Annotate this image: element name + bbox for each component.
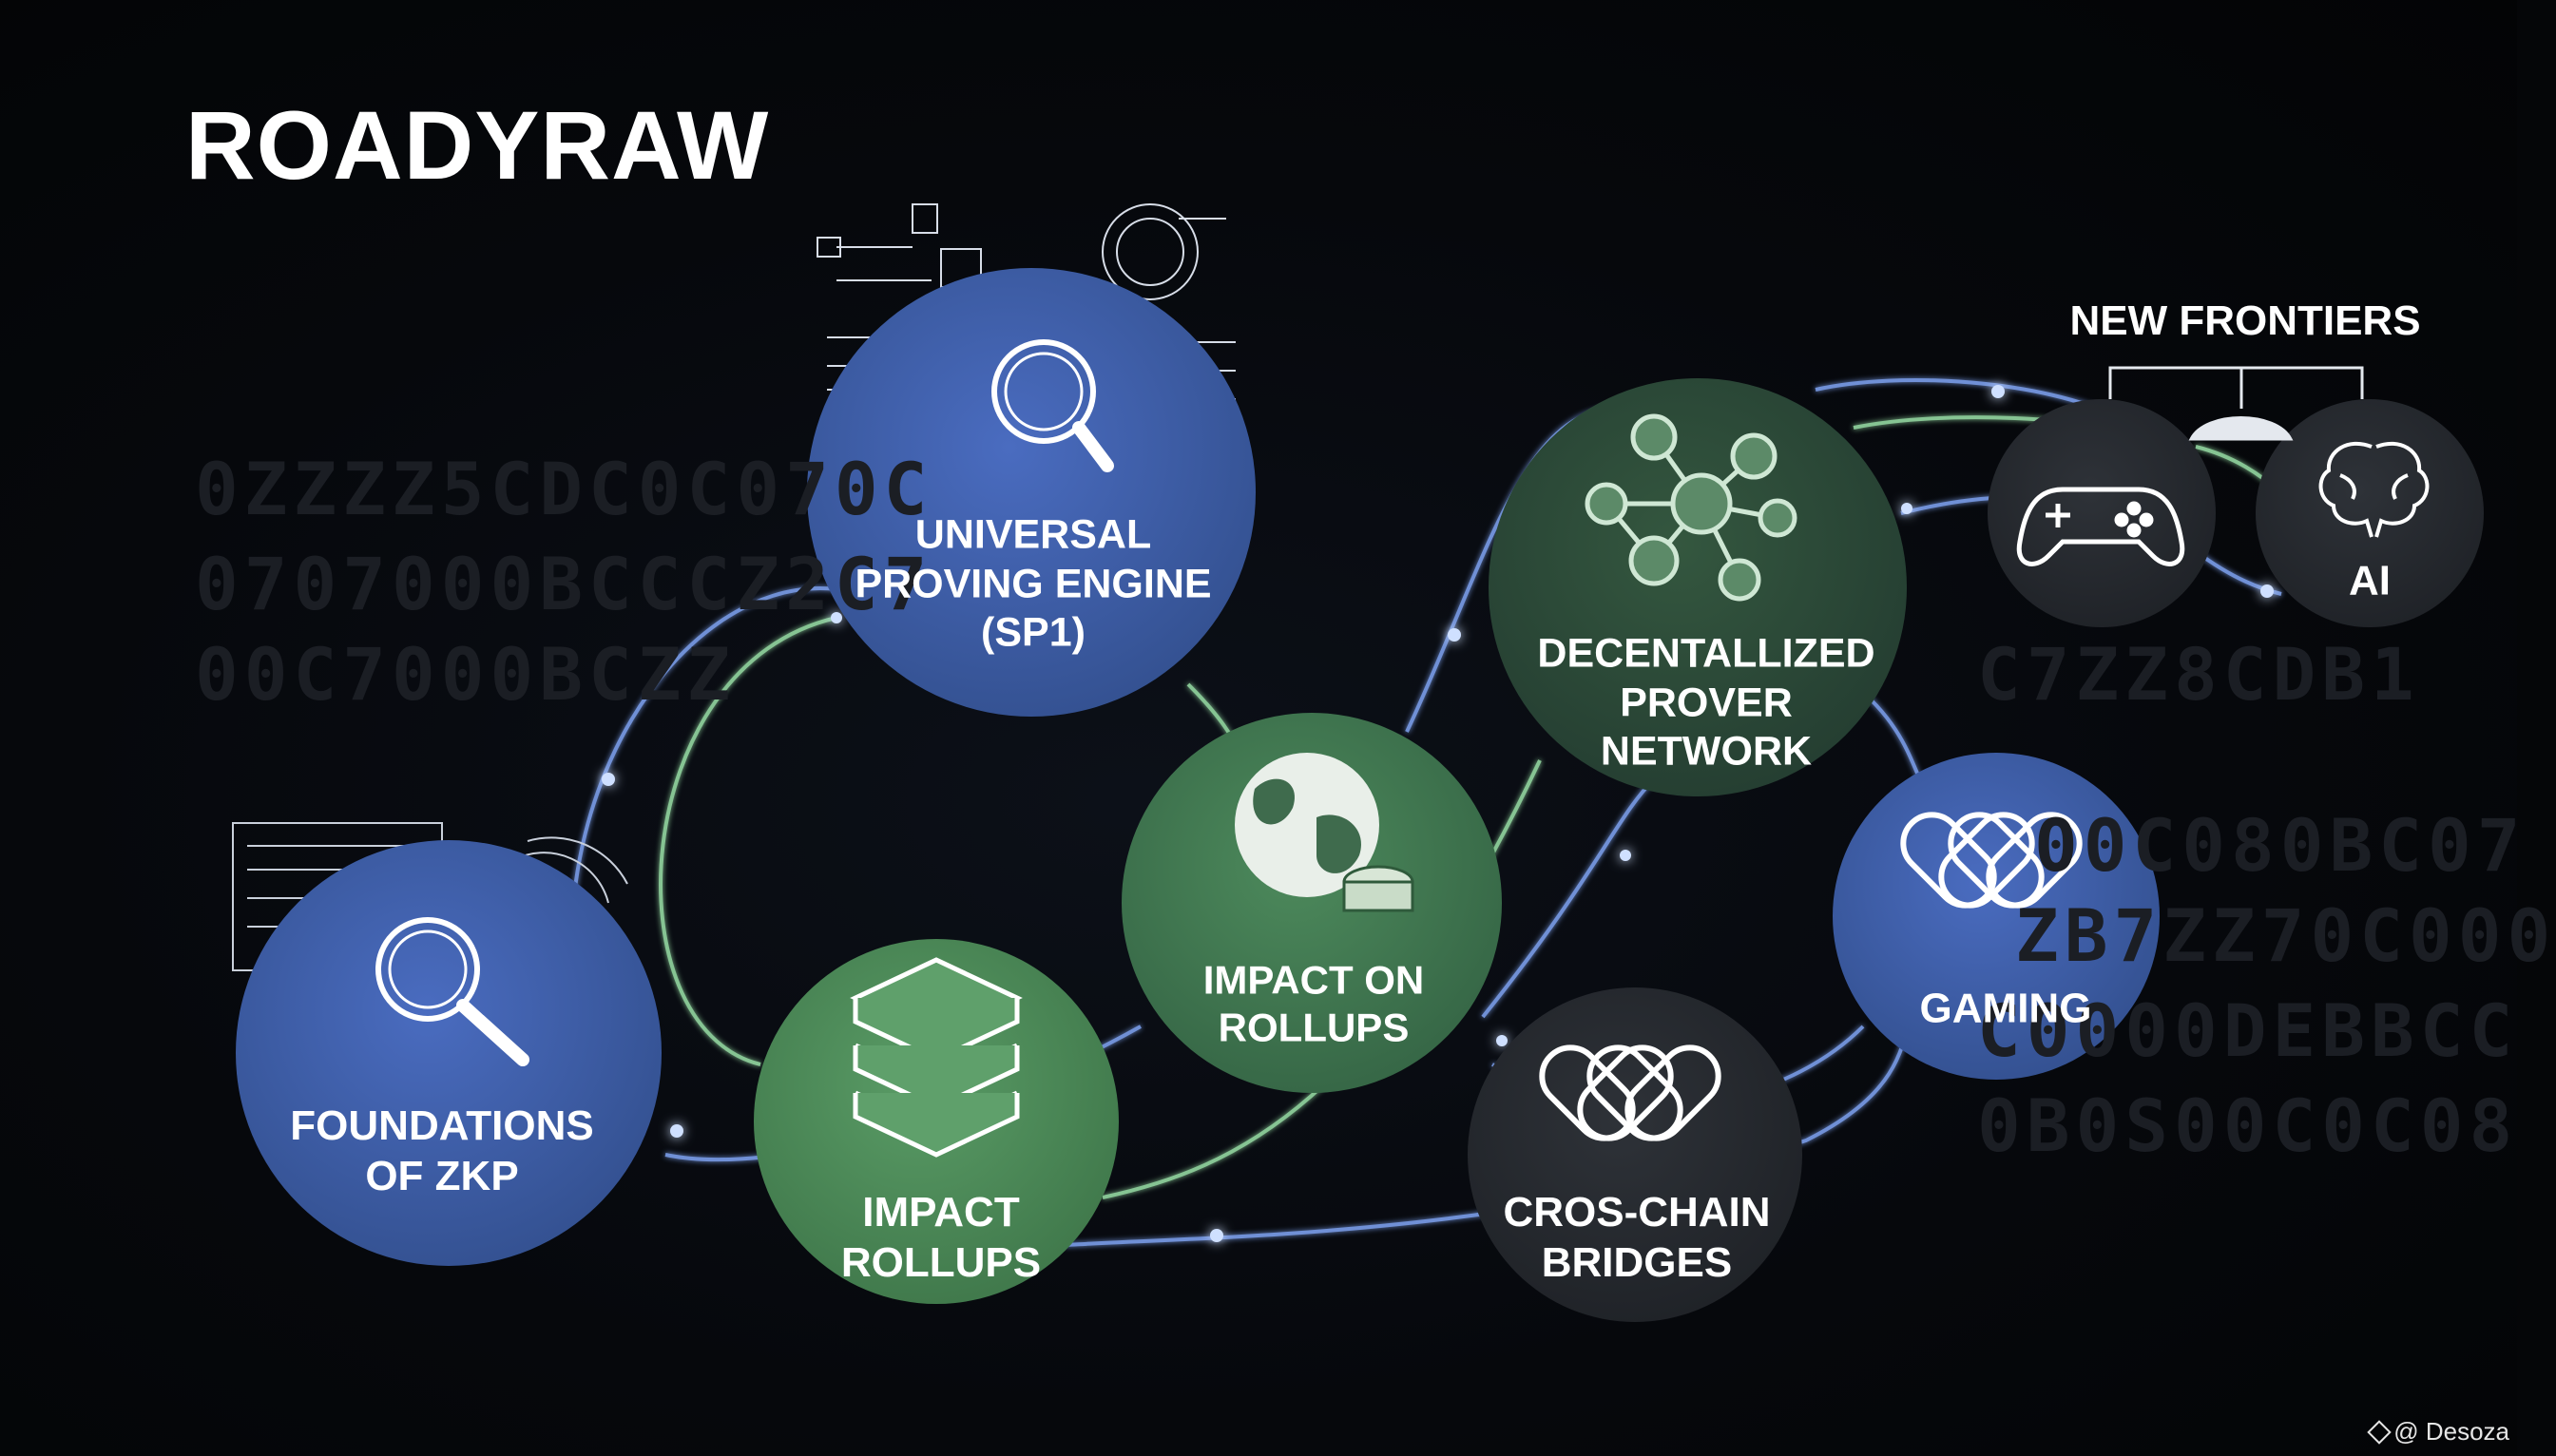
page-title: ROADYRAW <box>185 91 770 200</box>
node-label-impact-on-rollups: IMPACT ON ROLLUPS <box>1202 957 1425 1050</box>
glow-dots <box>602 385 2274 1242</box>
chain-link-icon <box>1900 812 2083 909</box>
gamepad-icon <box>2016 487 2185 566</box>
frontiers-bracket <box>2108 366 2364 441</box>
background-code-row: 0707000BCCCZ2C7 <box>195 542 933 626</box>
node-label-prover-network: DECENTALLIZED PROVER NETWORK <box>1537 630 1875 775</box>
node-label-ai: AI <box>2349 557 2391 604</box>
background-code-row: 0B0S00C0C08 <box>1977 1083 2519 1168</box>
background-code-row: 00C7000BCZZ <box>195 632 737 717</box>
glow-dot <box>1496 1035 1508 1046</box>
network-icon <box>1585 413 1797 602</box>
glow-dot <box>831 612 842 623</box>
glow-dot <box>1448 628 1461 642</box>
background-code-row: 0ZZZZ5CDC0C070C <box>195 447 933 531</box>
background-code-row: C0000DEBBCC <box>1977 988 2519 1073</box>
magnifier-icon <box>375 917 529 1066</box>
watermark: @ Desoza <box>2367 1417 2509 1446</box>
glow-dot <box>1901 503 1912 514</box>
node-label-foundations: FOUNDATIONS OF ZKP <box>290 1102 594 1199</box>
node-prover-network[interactable] <box>1489 378 1907 796</box>
glow-dot <box>1210 1229 1223 1242</box>
node-impact-on-rollups[interactable] <box>1122 713 1502 1093</box>
node-label-gaming: GAMING <box>1919 985 2092 1032</box>
background-code-row: 00C080BC07 <box>2034 803 2527 888</box>
node-foundations[interactable] <box>236 840 662 1266</box>
node-label-sp1: UNIVERSAL PROVING ENGINE (SP1) <box>855 511 1212 656</box>
link-blue <box>2194 549 2282 596</box>
glow-dot <box>2260 584 2274 598</box>
node-sp1[interactable] <box>807 268 1256 717</box>
link-blue <box>1481 777 1656 1019</box>
globe-icon <box>1235 753 1414 912</box>
glow-dot <box>1991 385 2005 398</box>
link-green <box>659 616 837 1066</box>
node-gamepad[interactable] <box>1988 399 2216 627</box>
glow-dot <box>670 1124 683 1138</box>
glow-dot <box>1620 850 1631 861</box>
chain-link-icon <box>1539 1044 1721 1141</box>
node-label-impact-rollups: IMPACT ROLLUPS <box>840 1189 1042 1286</box>
node-label-bridges: CROS-CHAIN BRIDGES <box>1503 1189 1771 1286</box>
brain-icon <box>2318 441 2430 538</box>
node-ai[interactable] <box>2256 399 2484 627</box>
new-frontiers-label: NEW FRONTIERS <box>2069 297 2421 344</box>
watermark-text: @ Desoza <box>2393 1417 2509 1446</box>
background-code-row: C7ZZ8CDB1 <box>1977 632 2420 717</box>
glow-dot <box>602 773 615 786</box>
background-code-row: ZB7ZZ70C000 <box>2015 893 2556 978</box>
magnifier-icon <box>991 339 1114 472</box>
stacked-layers-icon <box>850 957 1023 1158</box>
diamond-icon <box>2367 1419 2392 1445</box>
